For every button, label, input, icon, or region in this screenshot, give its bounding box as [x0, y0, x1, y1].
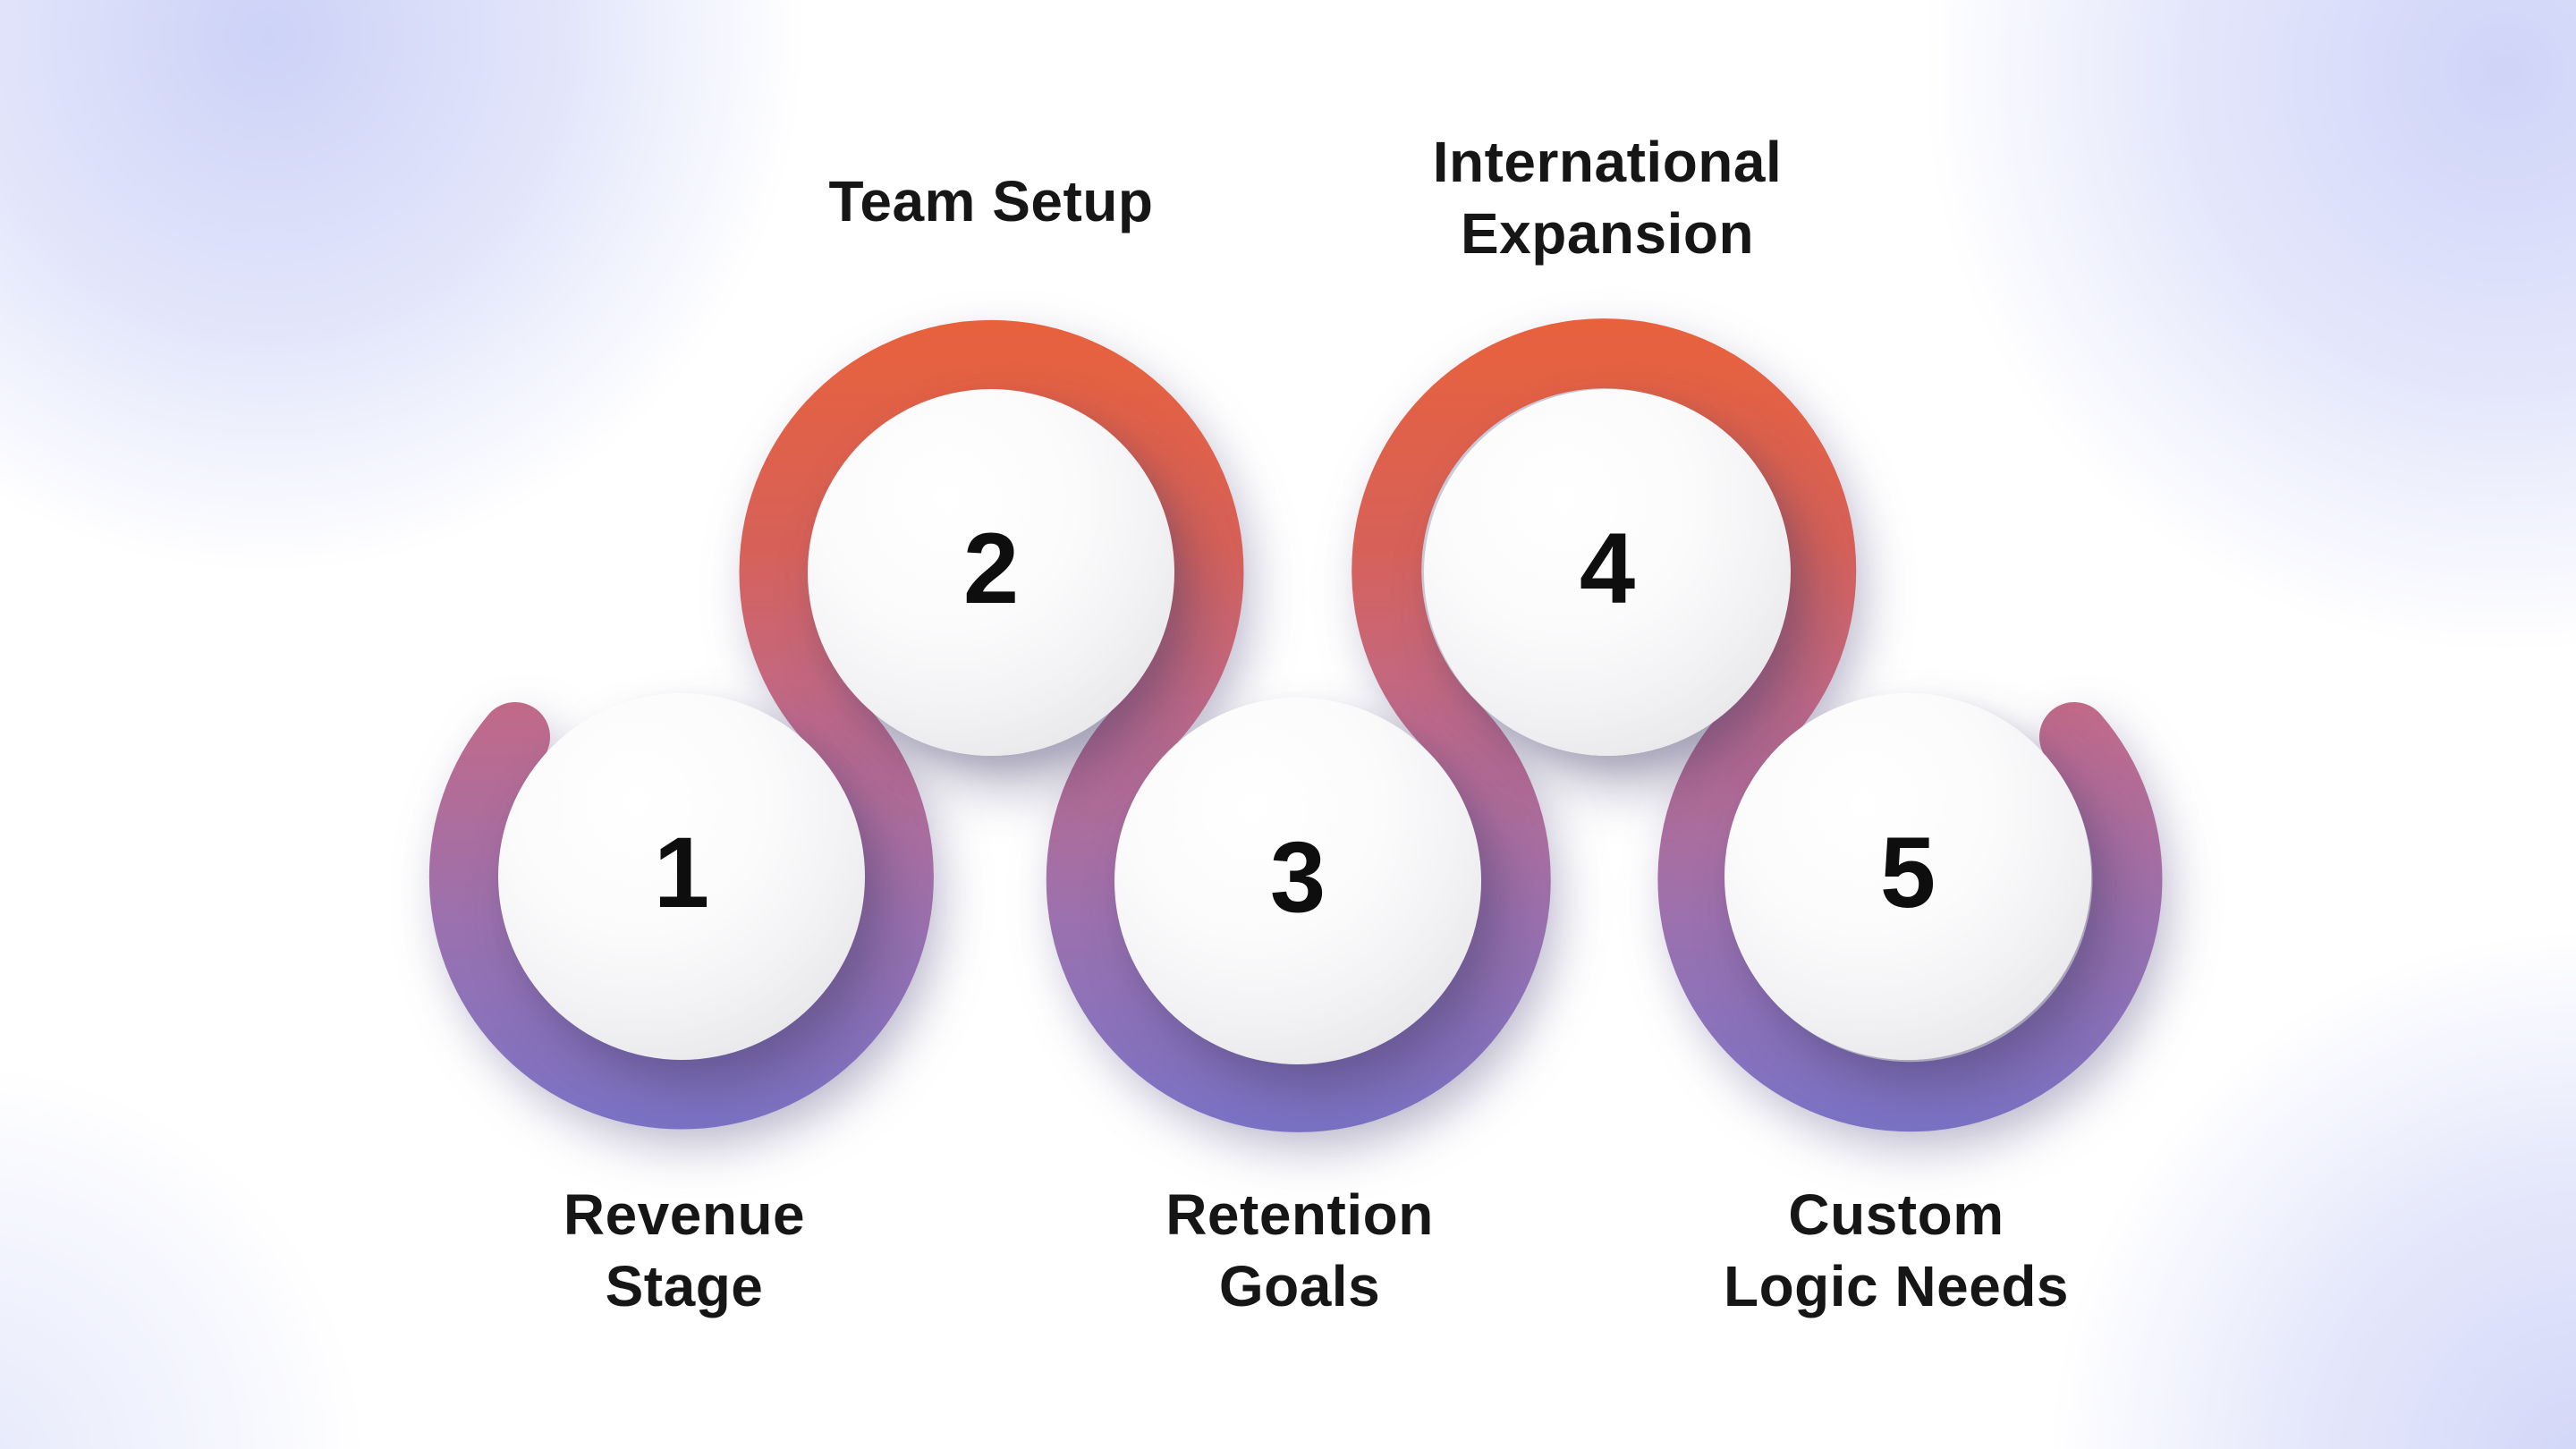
step-number-5: 5	[1879, 817, 1936, 928]
ribbon-path	[428, 318, 2163, 1132]
step-label-line: Team Setup	[828, 169, 1154, 233]
step-label-custom-logic-needs: Custom Logic Needs	[1556, 1179, 2236, 1322]
step-number-3: 3	[1269, 821, 1326, 933]
step-label-revenue-stage: Revenue Stage	[344, 1179, 1024, 1322]
step-label-retention-goals: Retention Goals	[960, 1179, 1640, 1322]
step-label-line: Revenue	[563, 1182, 806, 1247]
step-circle-5: 5	[1724, 693, 2091, 1060]
step-circle-2: 2	[808, 389, 1174, 756]
step-label-line: Retention	[1165, 1182, 1434, 1247]
step-circle-3: 3	[1114, 698, 1481, 1064]
step-circle-1: 1	[498, 693, 865, 1060]
step-number-4: 4	[1579, 513, 1636, 624]
step-number-2: 2	[962, 513, 1020, 624]
step-label-line: Goals	[1218, 1254, 1381, 1318]
step-label-team-setup: Team Setup	[651, 165, 1331, 237]
step-label-line: International	[1432, 130, 1783, 194]
step-number-1: 1	[653, 817, 710, 928]
step-label-international-expansion: International Expansion	[1267, 126, 1947, 269]
step-label-line: Expansion	[1460, 201, 1755, 266]
step-circle-4: 4	[1424, 389, 1791, 756]
step-label-line: Custom	[1788, 1182, 2004, 1247]
step-label-line: Logic Needs	[1723, 1254, 2070, 1318]
step-label-line: Stage	[605, 1254, 764, 1318]
